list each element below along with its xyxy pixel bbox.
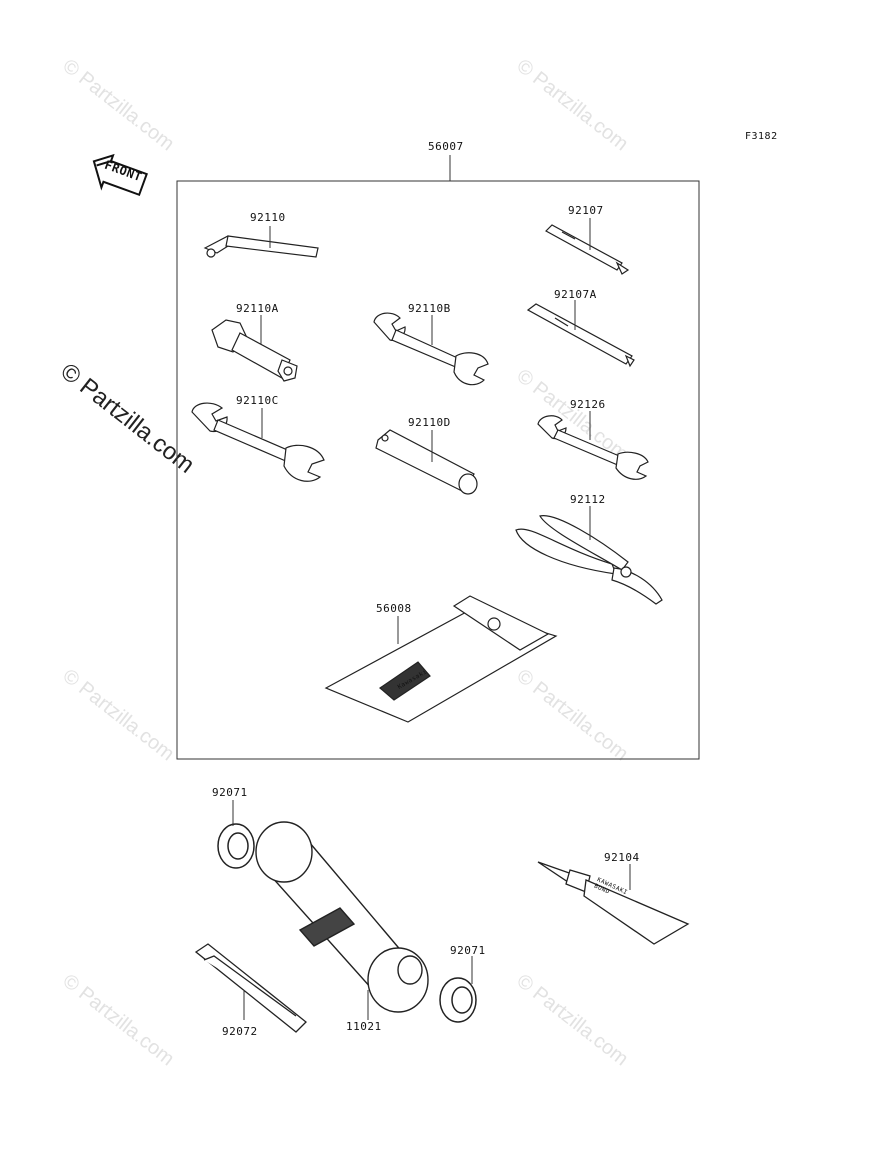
wrench-small-drawing: [537, 415, 649, 480]
figure-code: F3182: [745, 131, 778, 142]
wrench-c-drawing: [191, 402, 325, 482]
wrench-b-drawing: [373, 312, 489, 386]
label-92110A: 92110A: [236, 302, 279, 315]
label-92110B: 92110B: [408, 302, 451, 315]
pliers-drawing: [515, 515, 663, 605]
box-wrench-drawing: [211, 319, 298, 382]
label-92112: 92112: [570, 493, 606, 506]
washer-bottom-drawing: [439, 977, 477, 1023]
grip-drawing: [194, 943, 307, 1033]
screwdriver-1-drawing: [545, 224, 630, 275]
label-92107: 92107: [568, 204, 604, 217]
label-92110: 92110: [250, 211, 286, 224]
front-arrow-icon: [92, 153, 148, 197]
label-92071-top: 92071: [212, 786, 248, 799]
label-92072: 92072: [222, 1025, 258, 1038]
label-92071-bottom: 92071: [450, 944, 486, 957]
label-92104: 92104: [604, 851, 640, 864]
label-92110D: 92110D: [408, 416, 451, 429]
hex-key-drawing: [203, 235, 319, 258]
label-92126: 92126: [570, 398, 606, 411]
washer-top-drawing: [217, 823, 255, 869]
plug-wrench-drawing: [375, 429, 478, 495]
bond-tube-drawing: [537, 861, 690, 945]
screwdriver-2-drawing: [526, 303, 635, 368]
label-56008: 56008: [376, 602, 412, 615]
tool-case-drawing: [255, 821, 429, 1013]
label-92107A: 92107A: [554, 288, 597, 301]
kit-frame: [176, 180, 700, 760]
label-11021: 11021: [346, 1020, 382, 1033]
label-92110C: 92110C: [236, 394, 279, 407]
label-56007: 56007: [428, 140, 464, 153]
pouch-drawing: [324, 595, 558, 723]
